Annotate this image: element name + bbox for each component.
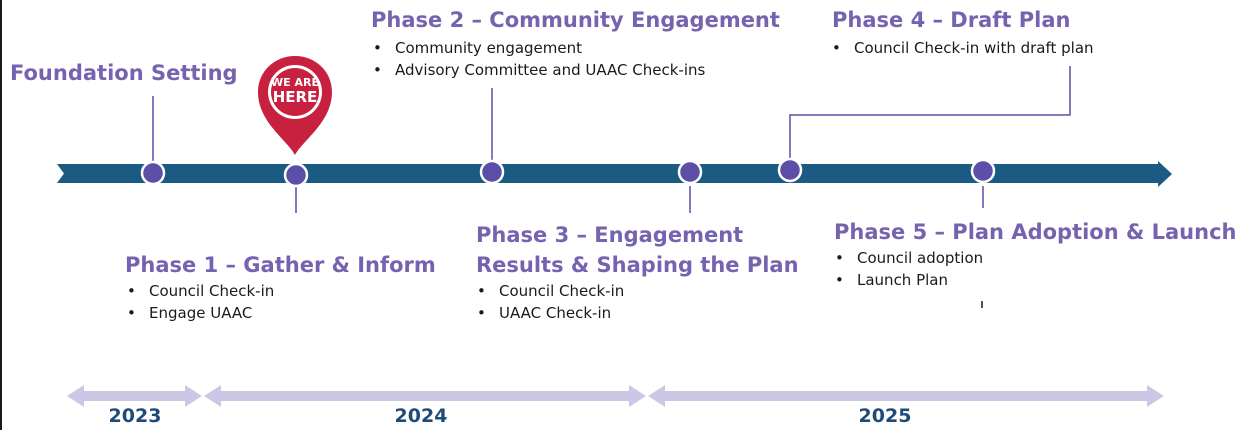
connector-phase4: [789, 66, 1071, 164]
year-label-2023: 2023: [108, 405, 162, 427]
milestone-dot-phase4: [777, 157, 803, 183]
pin-inner-red: [271, 68, 319, 116]
phase5-bullet-1: Council adoption: [831, 247, 983, 269]
year-bar-2023: [67, 385, 202, 407]
phase1-bullets: Council Check-in Engage UAAC: [123, 280, 274, 324]
left-border: [0, 0, 2, 430]
phase2-bullet-2: Advisory Committee and UAAC Check-ins: [369, 59, 705, 81]
we-are-here-line1: WE ARE: [271, 76, 319, 89]
phase2-title: Phase 2 – Community Engagement: [371, 8, 780, 32]
phase3-title-line2: Results & Shaping the Plan: [476, 253, 799, 277]
phase4-bullets: Council Check-in with draft plan: [828, 37, 1094, 59]
phase2-bullet-1: Community engagement: [369, 37, 705, 59]
phase4-bullet-1: Council Check-in with draft plan: [828, 37, 1094, 59]
phase3-bullet-2: UAAC Check-in: [473, 302, 624, 324]
year-bar-2025: [648, 385, 1164, 407]
milestone-dot-phase3: [677, 159, 703, 185]
we-are-here-label: WE ARE HERE: [265, 75, 325, 105]
we-are-here-line2: HERE: [272, 88, 318, 106]
year-label-2024: 2024: [394, 405, 448, 427]
year-bar-2024: [204, 385, 646, 407]
phase1-title: Phase 1 – Gather & Inform: [125, 253, 436, 277]
milestone-dot-foundation: [140, 160, 166, 186]
phase5-bullets: Council adoption Launch Plan: [831, 247, 983, 291]
phase2-bullets: Community engagement Advisory Committee …: [369, 37, 705, 81]
phase3-title-line1: Phase 3 – Engagement: [476, 223, 744, 247]
phase1-bullet-2: Engage UAAC: [123, 302, 274, 324]
phase5-title: Phase 5 – Plan Adoption & Launch: [834, 220, 1237, 244]
phase3-bullets: Council Check-in UAAC Check-in: [473, 280, 624, 324]
phase3-bullet-1: Council Check-in: [473, 280, 624, 302]
timeline-arrow: [57, 161, 1172, 187]
foundation-title: Foundation Setting: [10, 61, 238, 85]
milestone-dot-phase1: [283, 162, 309, 188]
phase4-title: Phase 4 – Draft Plan: [832, 8, 1071, 32]
phase5-bullet-2: Launch Plan: [831, 269, 983, 291]
milestone-dot-phase2: [479, 159, 505, 185]
milestone-dot-phase5: [970, 158, 996, 184]
year-label-2025: 2025: [858, 405, 912, 427]
phase1-bullet-1: Council Check-in: [123, 280, 274, 302]
